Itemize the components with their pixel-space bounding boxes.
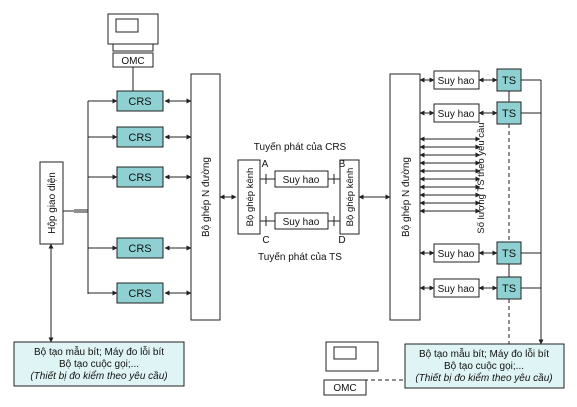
svg-text:Suy hao: Suy hao [438, 249, 475, 260]
point-c: C [262, 235, 269, 246]
svg-text:(Thiết bị đo kiểm theo yêu cầu: (Thiết bị đo kiểm theo yêu cầu) [30, 370, 167, 382]
point-a: A [262, 159, 269, 170]
svg-text:TS: TS [502, 75, 516, 87]
right-ts-row-1: Suy hao TS [419, 68, 522, 92]
svg-text:Bộ tạo mẫu bít; Máy đo lỗi bít: Bộ tạo mẫu bít; Máy đo lỗi bít [419, 347, 549, 360]
ts-count-note: Số lượng TS theo yêu cầu [476, 122, 487, 233]
right-ts-row-4: Suy hao TS [419, 276, 522, 300]
crs-unit-2: CRS [88, 126, 192, 148]
right-omc-label: OMC [333, 383, 356, 394]
svg-text:CRS: CRS [128, 172, 151, 184]
svg-text:CRS: CRS [128, 243, 151, 255]
svg-text:TS: TS [502, 248, 516, 260]
svg-text:TS: TS [502, 283, 516, 295]
multi-ts-arrows [419, 136, 481, 214]
svg-text:Bộ ghép kênh: Bộ ghép kênh [345, 168, 356, 227]
left-channel-mux [237, 159, 261, 235]
crs-link-title: Tuyến phát của CRS [254, 141, 347, 153]
right-ts-row-2: Suy hao TS [419, 101, 522, 125]
right-ts-row-3: Suy hao TS [419, 241, 522, 265]
right-mux-label: Bộ ghép N đường [401, 157, 412, 237]
left-test-equipment-box [13, 341, 185, 387]
svg-text:Bộ tạo cuộc gọi;...: Bộ tạo cuộc gọi;... [59, 359, 139, 370]
right-omc-box [323, 379, 367, 396]
ts-link-title: Tuyến phát của TS [258, 251, 342, 263]
point-d: D [338, 235, 345, 246]
svg-text:Suy hao: Suy hao [438, 109, 475, 120]
interface-box-label: Hộp giao diện [47, 172, 58, 234]
crs-unit-3: CRS [88, 166, 192, 188]
svg-text:Bộ ghép kênh: Bộ ghép kênh [245, 168, 256, 227]
right-omc-computer-icon [325, 341, 379, 372]
left-n-way-mux [190, 73, 221, 321]
crs-unit-5: CRS [88, 282, 192, 304]
svg-text:Suy hao: Suy hao [438, 284, 475, 295]
center-attenuator-1 [274, 170, 329, 188]
left-mux-label: Bộ ghép N đường [201, 157, 212, 237]
svg-text:Suy hao: Suy hao [283, 175, 320, 186]
svg-text:CRS: CRS [128, 288, 151, 300]
left-omc-computer-icon [107, 13, 159, 52]
svg-text:CRS: CRS [128, 132, 151, 144]
right-n-way-mux [389, 73, 421, 321]
right-test-equipment-box [404, 343, 565, 389]
svg-text:Bộ tạo mẫu bít; Máy đo lỗi bít: Bộ tạo mẫu bít; Máy đo lỗi bít [34, 345, 164, 358]
svg-text:Suy hao: Suy hao [283, 217, 320, 228]
svg-text:TS: TS [502, 108, 516, 120]
center-attenuator-2 [274, 212, 329, 230]
svg-text:CRS: CRS [128, 96, 151, 108]
crs-unit-1: CRS [88, 90, 192, 112]
crs-unit-4: CRS [88, 237, 192, 259]
point-b: B [339, 159, 346, 170]
left-omc-label: OMC [121, 56, 144, 67]
svg-text:(Thiết bị đo kiểm theo yêu cầu: (Thiết bị đo kiểm theo yêu cầu) [415, 372, 552, 384]
svg-text:Bộ tạo cuộc gọi;...: Bộ tạo cuộc gọi;... [444, 361, 524, 372]
svg-text:Suy hao: Suy hao [438, 76, 475, 87]
right-channel-mux [339, 159, 360, 235]
